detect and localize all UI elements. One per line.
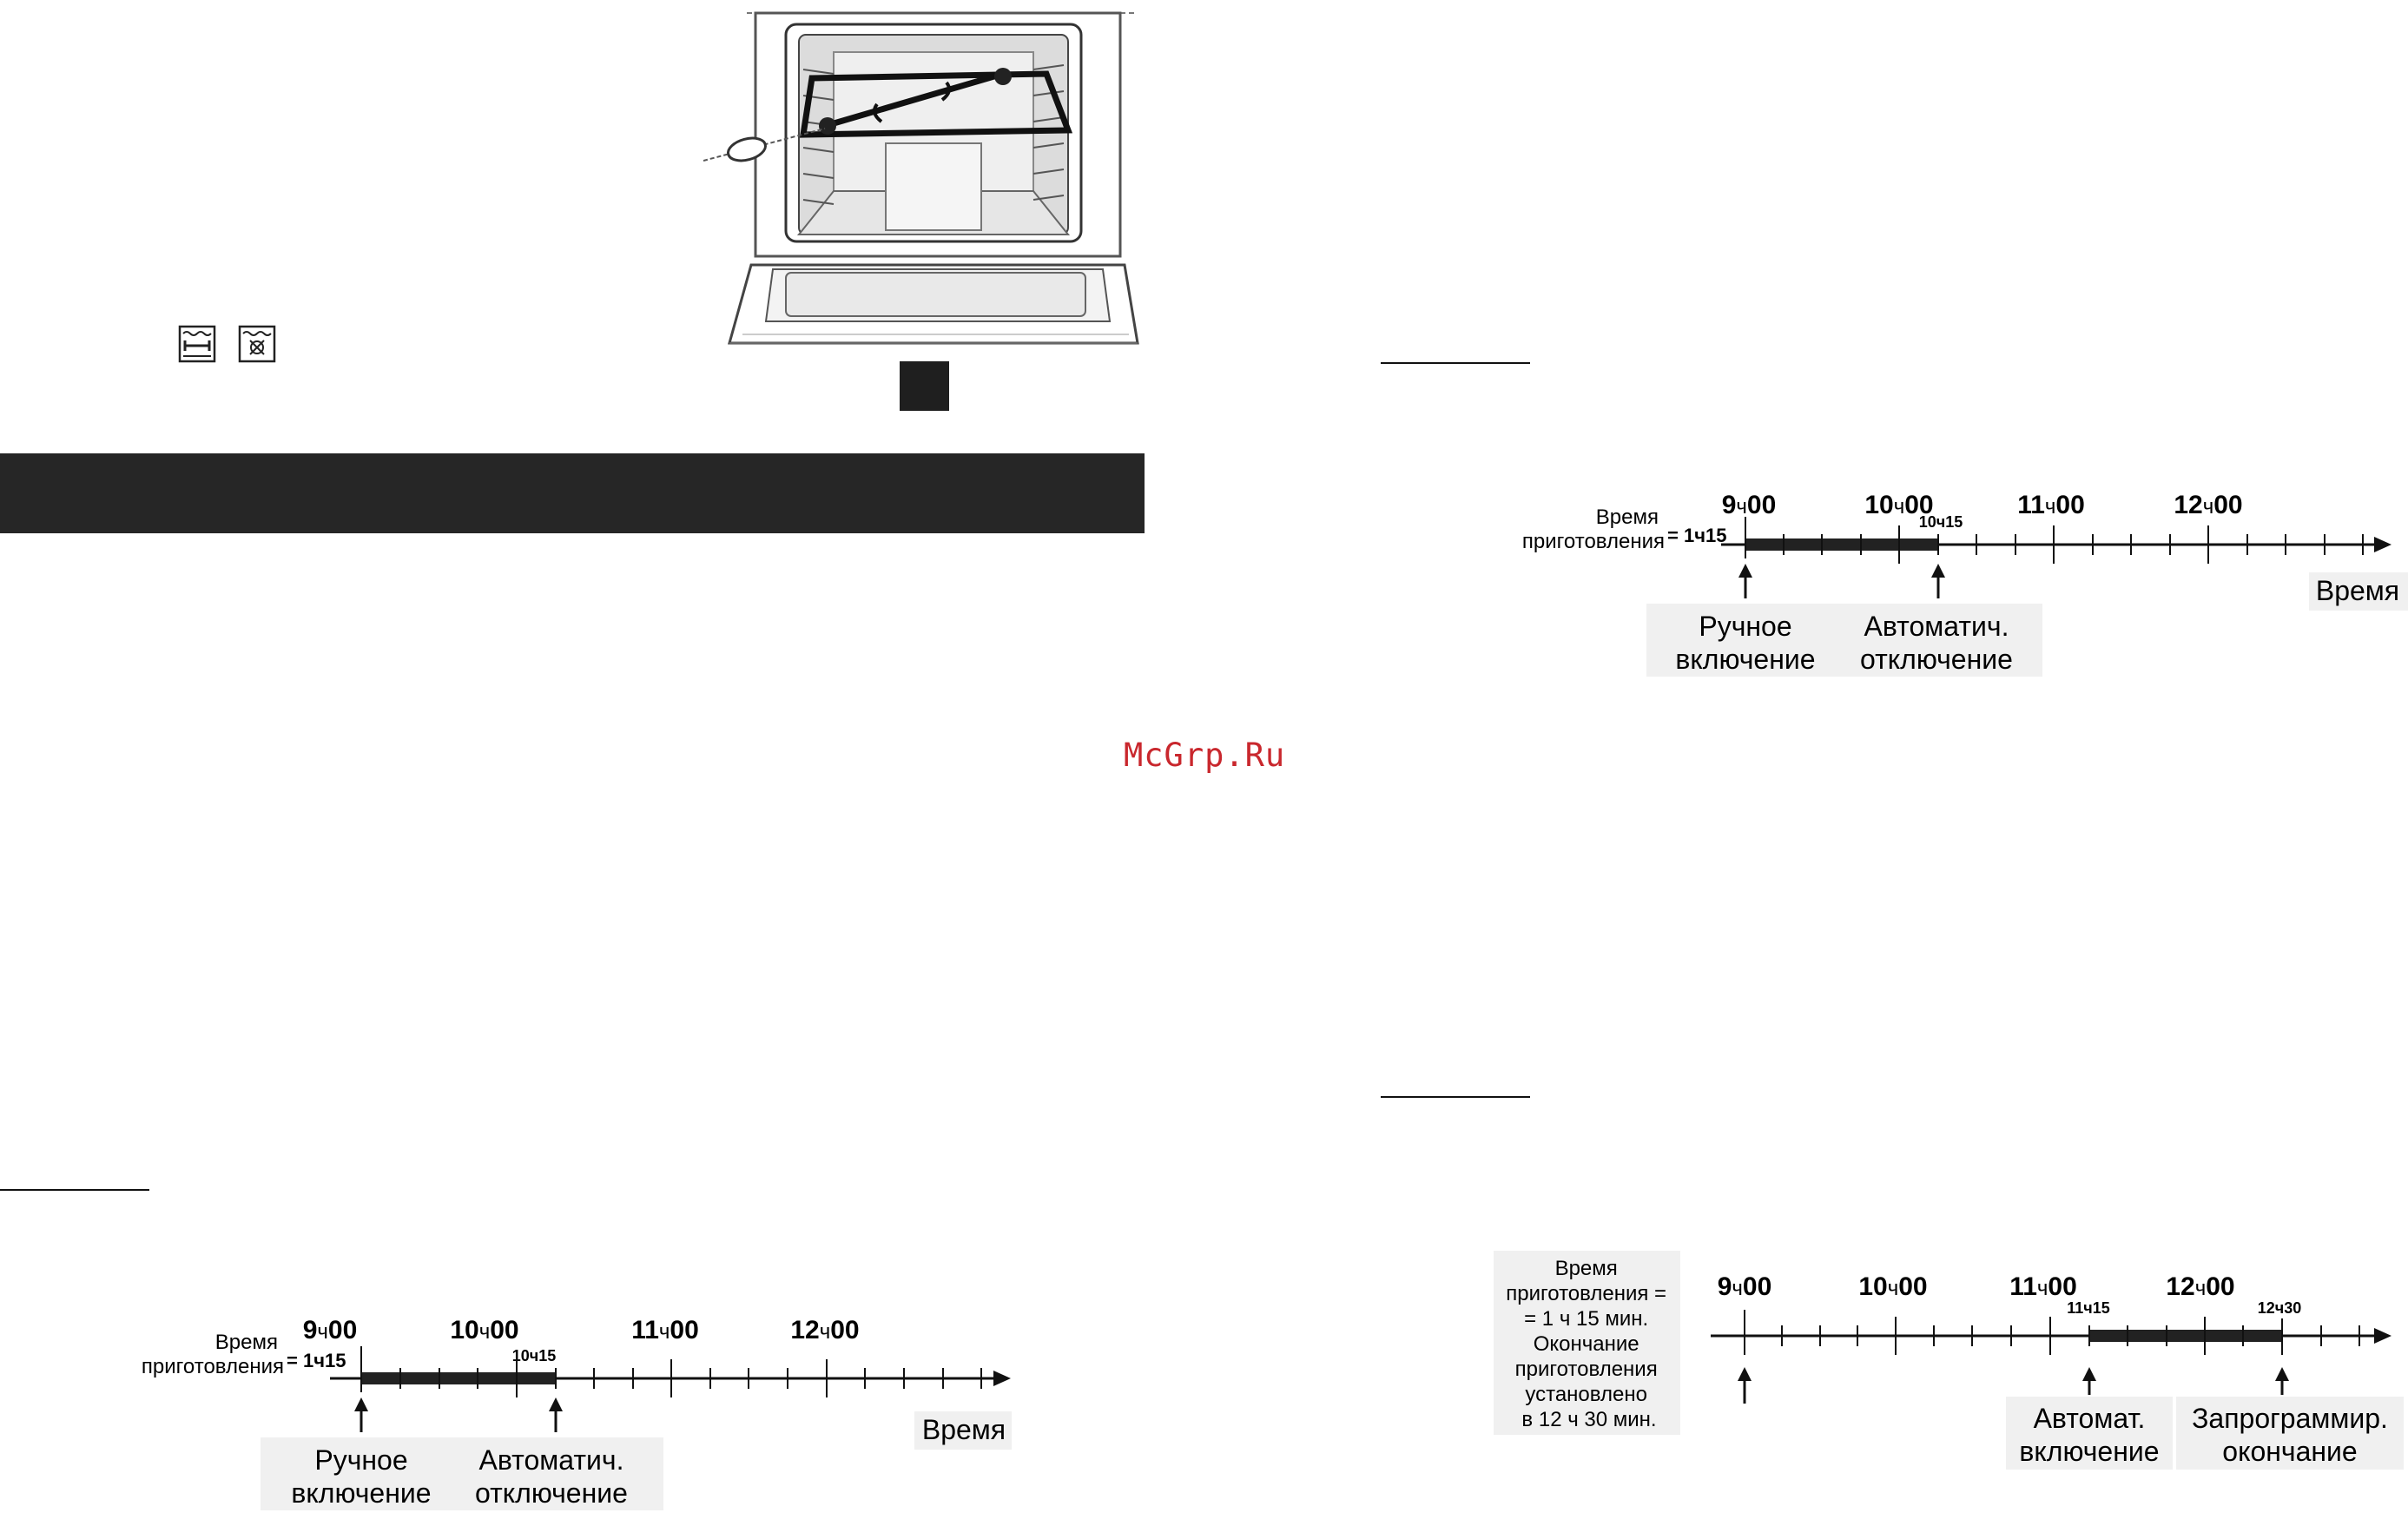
cooking-duration-bar	[2089, 1330, 2282, 1342]
axis-ticks	[1745, 517, 2364, 564]
section-header-bar	[0, 453, 1145, 533]
hour-label: 10ч00	[450, 1316, 518, 1345]
cooking-duration-bar	[361, 1372, 556, 1384]
start-arrow	[1738, 564, 1752, 598]
section-rule-right-2	[1381, 1096, 1530, 1098]
hour-label: 12ч00	[2166, 1272, 2234, 1301]
axis-arrow	[993, 1371, 1011, 1386]
axis-arrow	[2374, 1328, 2392, 1344]
cook-time-value: = 1ч15	[1667, 525, 1726, 546]
start-time-mark: 11ч15	[2067, 1299, 2110, 1317]
hour-label: 10ч00	[1858, 1272, 1927, 1301]
auto-stop-label: Автоматич.отключение	[1860, 611, 2013, 675]
auto-start-arrow	[2082, 1367, 2096, 1395]
programmed-end-label: Запрограммир.окончание	[2192, 1403, 2388, 1467]
start-arrow	[354, 1397, 368, 1432]
hour-label: 9ч00	[1722, 491, 1777, 519]
section-rule-left	[0, 1189, 149, 1191]
hour-label: 11ч00	[2017, 491, 2085, 519]
axis-label: Время	[922, 1414, 1006, 1445]
hour-label: 9ч00	[303, 1316, 358, 1345]
auto-stop-label: Автоматич.отключение	[475, 1444, 628, 1509]
stop-arrow	[549, 1397, 563, 1432]
hour-labels: 9ч00 10ч00 11ч00 12ч00	[303, 1316, 860, 1345]
watermark: McGrp.Ru	[1124, 737, 1286, 774]
hour-labels: 9ч00 10ч00 11ч00 12ч00	[1718, 1272, 2235, 1301]
hour-label: 11ч00	[631, 1316, 699, 1345]
cook-time-value: = 1ч15	[287, 1350, 346, 1371]
hour-label: 10ч00	[1864, 491, 1933, 519]
auto-start-label: Автомат.включение	[2019, 1403, 2159, 1467]
axis-label: Время	[2316, 575, 2399, 606]
hour-label: 12ч00	[790, 1316, 859, 1345]
hour-label: 9ч00	[1718, 1272, 1772, 1301]
function-icons	[178, 325, 276, 363]
manual-arrow	[1738, 1367, 1752, 1404]
hour-labels: 9ч00 10ч00 11ч00 12ч00	[1722, 491, 2243, 519]
hour-label: 11ч00	[2009, 1272, 2077, 1301]
convection-mode-icon	[238, 325, 276, 363]
hour-label: 12ч00	[2174, 491, 2242, 519]
oven-rotisserie-illustration	[703, 11, 1139, 345]
stop-arrow	[1931, 564, 1945, 598]
section-rule-right-1	[1381, 362, 1530, 364]
cooking-duration-bar	[1745, 538, 1938, 551]
timeline-programmed-end: Время приготовления = = 1 ч 15 мин. Окон…	[1494, 1251, 2404, 1470]
end-time-mark: 10ч15	[512, 1347, 557, 1364]
programmed-end-arrow	[2275, 1367, 2289, 1395]
axis-ticks	[360, 1346, 982, 1397]
end-time-mark: 12ч30	[2258, 1299, 2302, 1317]
axis-arrow	[2374, 537, 2392, 552]
end-time-mark: 10ч15	[1919, 513, 1963, 531]
page-marker-square	[900, 361, 949, 411]
cook-time-description: Время приготовления = = 1 ч 15 мин. Окон…	[1506, 1257, 1672, 1431]
axis-ticks	[1744, 1310, 2360, 1355]
rotisserie-mode-icon	[178, 325, 216, 363]
